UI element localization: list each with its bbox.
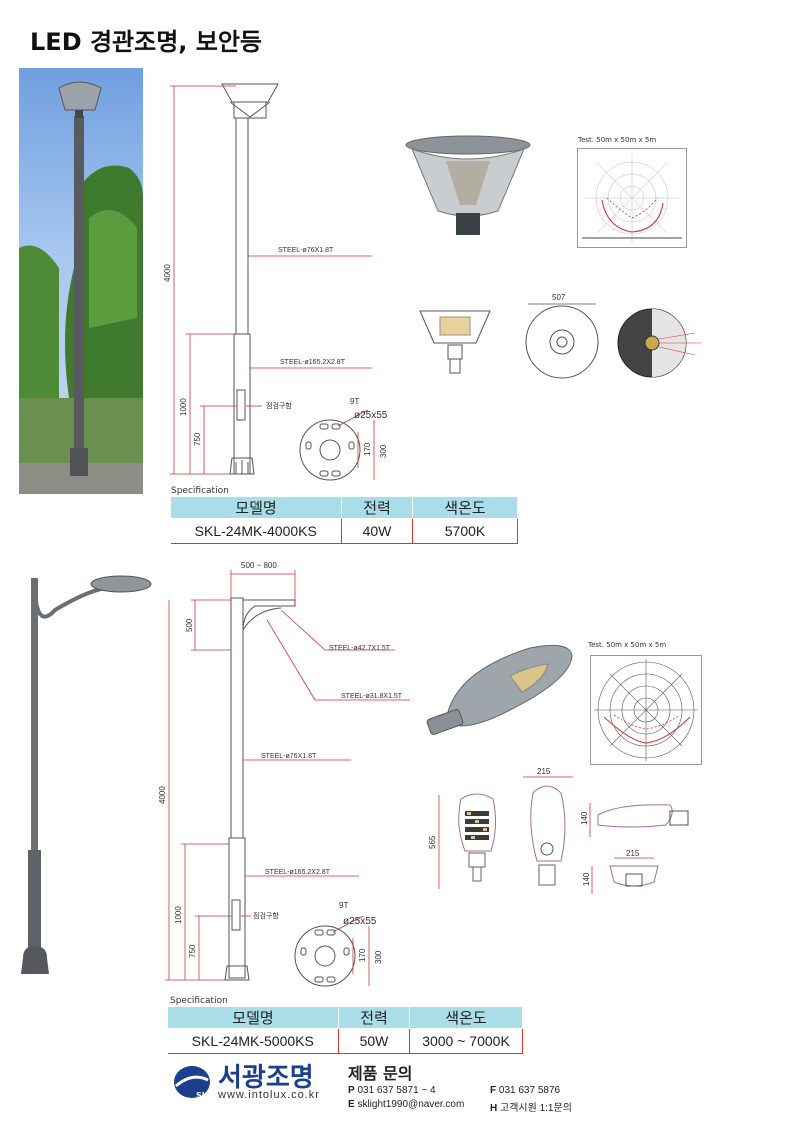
- fax-label: F: [490, 1085, 497, 1096]
- p1-dim-750: 750: [193, 432, 202, 446]
- product2-pole-drawing: 500 ~ 800 500 4000 1000 750 STEEL-ø42.7X…: [158, 561, 410, 981]
- p2-dim-140a: 140: [580, 811, 589, 825]
- p2-steel-arm1-label: STEEL-ø42.7X1.5T: [329, 645, 391, 652]
- p1-plate-9t: 9T: [350, 397, 359, 406]
- p1-dim-507: 507: [552, 293, 566, 302]
- product2-base-plate: 9T ø25x55 170 300: [294, 901, 383, 987]
- phone-label: P: [348, 1085, 355, 1096]
- product1-photometric-diagram: [577, 148, 687, 248]
- p2-dim-4000: 4000: [158, 786, 167, 804]
- contact-phone: P 031 637 5871 ~ 4: [348, 1085, 436, 1096]
- company-logo: SKL 서광조명: [174, 1063, 314, 1100]
- p1-steel-pole-label: STEEL-ø76X1.8T: [278, 247, 334, 254]
- p2-dim-750: 750: [188, 944, 197, 958]
- product2-side-view: 140: [580, 803, 689, 837]
- email-label: E: [348, 1099, 355, 1110]
- p2-steel-pole-label: STEEL-ø76X1.8T: [261, 753, 317, 760]
- product1-photo: [19, 68, 143, 494]
- company-website: www.intolux.co.kr: [218, 1089, 320, 1101]
- p2-photometric-title: Test. 50m x 50m x 5m: [588, 641, 667, 649]
- product1-base-plate: 9T ø25x55 170 300: [299, 397, 388, 481]
- product2-photometric-diagram: [590, 655, 702, 765]
- product2-front-view: 565: [428, 793, 497, 889]
- p2-power: 50W: [338, 1028, 410, 1054]
- p1-dim-4000: 4000: [163, 264, 172, 282]
- product1-pole-drawing: 4000 1000 750 STEEL-ø76X1.8T STEEL-ø165.…: [163, 83, 372, 475]
- p2-dim-1000: 1000: [174, 906, 183, 924]
- product2-lamp-head: [426, 644, 573, 735]
- product1-top-view: 507: [525, 293, 599, 379]
- p1-dim-170: 170: [363, 442, 372, 456]
- p1-header-cct: 색온도: [412, 496, 518, 519]
- phone-value: 031 637 5871 ~ 4: [357, 1085, 436, 1096]
- p2-plate-9t: 9T: [339, 901, 348, 910]
- product2-back-view: 215: [523, 767, 573, 886]
- product1-lamp-head: [405, 135, 531, 235]
- p2-dim-300: 300: [374, 950, 383, 964]
- p2-header-cct: 색온도: [409, 1006, 523, 1029]
- p1-dim-1000: 1000: [179, 398, 188, 416]
- p2-inspection-label: 점검구함: [253, 911, 279, 920]
- contact-email: E sklight1990@naver.com: [348, 1099, 464, 1110]
- p1-photometric-title: Test. 50m x 50m x 5m: [578, 136, 657, 144]
- p2-spec-label: Specification: [170, 996, 228, 1006]
- p2-steel-arm2-label: STEEL-ø31.8X1.5T: [341, 693, 403, 700]
- homepage-label: H: [490, 1103, 498, 1114]
- contact-homepage: H 고객시원 1:1문의: [490, 1099, 572, 1114]
- p1-model: SKL-24MK-4000KS: [170, 518, 342, 544]
- email-value[interactable]: sklight1990@naver.com: [357, 1099, 465, 1110]
- p1-cct: 5700K: [412, 518, 518, 544]
- product2-pole-render: [21, 575, 152, 974]
- product1-spec-table: 모델명 전력 색온도 SKL-24MK-4000KS 40W 5700K: [170, 496, 518, 544]
- p1-hole-dim: ø25x55: [354, 410, 388, 421]
- p1-power: 40W: [341, 518, 413, 544]
- inquiry-title: 제품 문의: [348, 1064, 413, 1083]
- fax-value: 031 637 5876: [498, 1085, 561, 1096]
- p1-dim-300: 300: [379, 444, 388, 458]
- p2-dim-500: 500: [185, 618, 194, 632]
- p2-dim-215a: 215: [537, 767, 551, 776]
- product1-side-view: [419, 310, 491, 374]
- p2-dim-565: 565: [428, 835, 437, 849]
- p2-cct: 3000 ~ 7000K: [409, 1028, 523, 1054]
- p1-inspection-label: 점검구함: [266, 401, 292, 410]
- p2-steel-base-label: STEEL-ø165.2X2.8T: [265, 869, 331, 876]
- p1-steel-base-label: STEEL-ø165.2X2.8T: [280, 359, 346, 366]
- p1-header-model: 모델명: [170, 496, 342, 519]
- p1-spec-label: Specification: [171, 486, 229, 496]
- p2-dim-170: 170: [358, 948, 367, 962]
- p2-dim-arm: 500 ~ 800: [241, 561, 277, 570]
- product2-end-view: 215 140: [582, 850, 659, 894]
- product1-bottom-view: [617, 308, 701, 378]
- logo-mark: SKL: [196, 1091, 213, 1100]
- page-title: LED 경관조명, 보안등: [30, 28, 262, 56]
- company-name: 서광조명: [218, 1063, 314, 1093]
- p2-dim-140b: 140: [582, 872, 591, 886]
- p1-header-power: 전력: [341, 496, 413, 519]
- homepage-value[interactable]: 고객시원 1:1문의: [500, 1103, 572, 1114]
- p2-model: SKL-24MK-5000KS: [167, 1028, 339, 1054]
- p2-dim-215b: 215: [626, 850, 640, 858]
- p2-hole-dim: ø25x55: [343, 916, 377, 927]
- p2-header-model: 모델명: [167, 1006, 339, 1029]
- product2-spec-table: 모델명 전력 색온도 SKL-24MK-5000KS 50W 3000 ~ 70…: [167, 1006, 523, 1054]
- contact-fax: F 031 637 5876: [490, 1085, 560, 1096]
- p2-header-power: 전력: [338, 1006, 410, 1029]
